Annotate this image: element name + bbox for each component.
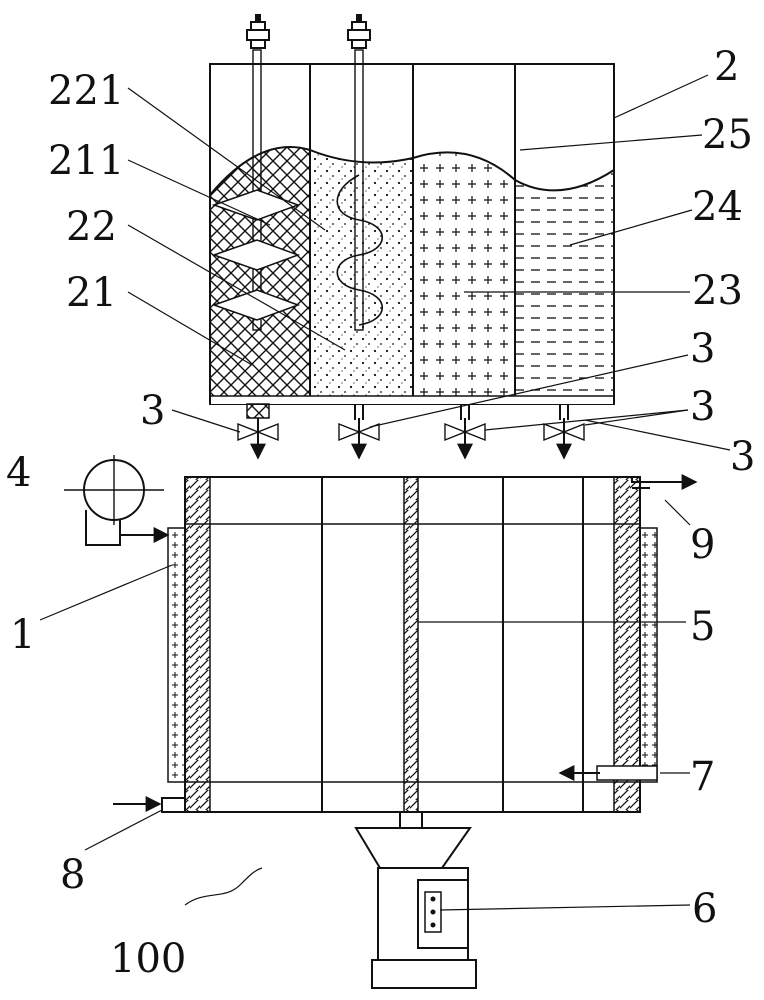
label-100: 100	[110, 936, 186, 982]
label-2: 2	[714, 44, 739, 90]
hopper-assembly	[209, 14, 615, 405]
label-4: 4	[6, 450, 31, 496]
motor-icon	[347, 14, 371, 49]
label-3-upper: 3	[690, 326, 715, 372]
label-23: 23	[692, 268, 743, 314]
motor-icon	[246, 14, 270, 49]
valve-icon	[444, 404, 486, 460]
label-21: 21	[66, 270, 117, 316]
label-24: 24	[692, 184, 743, 230]
label-3-left: 3	[140, 388, 165, 434]
valve-icon	[237, 403, 279, 460]
label-6: 6	[692, 886, 717, 932]
label-1: 1	[10, 612, 35, 658]
leader-lines	[39, 74, 731, 911]
label-22: 22	[66, 204, 117, 250]
material-surface	[209, 146, 615, 196]
label-3-right: 3	[730, 434, 755, 480]
hopper-material-23	[413, 152, 515, 404]
pump-icon	[64, 455, 170, 546]
label-5: 5	[690, 604, 715, 650]
reaction-tank	[167, 476, 658, 813]
hopper-material-22	[310, 150, 413, 404]
hopper-material-24	[515, 170, 614, 404]
valve-icon	[338, 404, 380, 460]
outlet-pipe	[631, 474, 698, 490]
inlet-pipe-8	[113, 796, 185, 813]
hopper-material-21	[210, 147, 310, 404]
label-3-mid: 3	[690, 384, 715, 430]
label-25: 25	[702, 112, 753, 158]
label-7: 7	[690, 754, 715, 800]
discharge-valves	[237, 403, 585, 460]
inlet-pipe-7	[558, 765, 658, 781]
reference-labels: 221 211 22 21 2 25 24 23 3 3 3 3 4 9 1 5…	[6, 44, 755, 982]
gear-motor-icon	[354, 811, 477, 989]
label-211: 211	[48, 138, 124, 184]
valve-icon	[543, 404, 585, 460]
label-9: 9	[690, 522, 715, 568]
label-8: 8	[60, 852, 85, 898]
label-221: 221	[48, 68, 124, 114]
